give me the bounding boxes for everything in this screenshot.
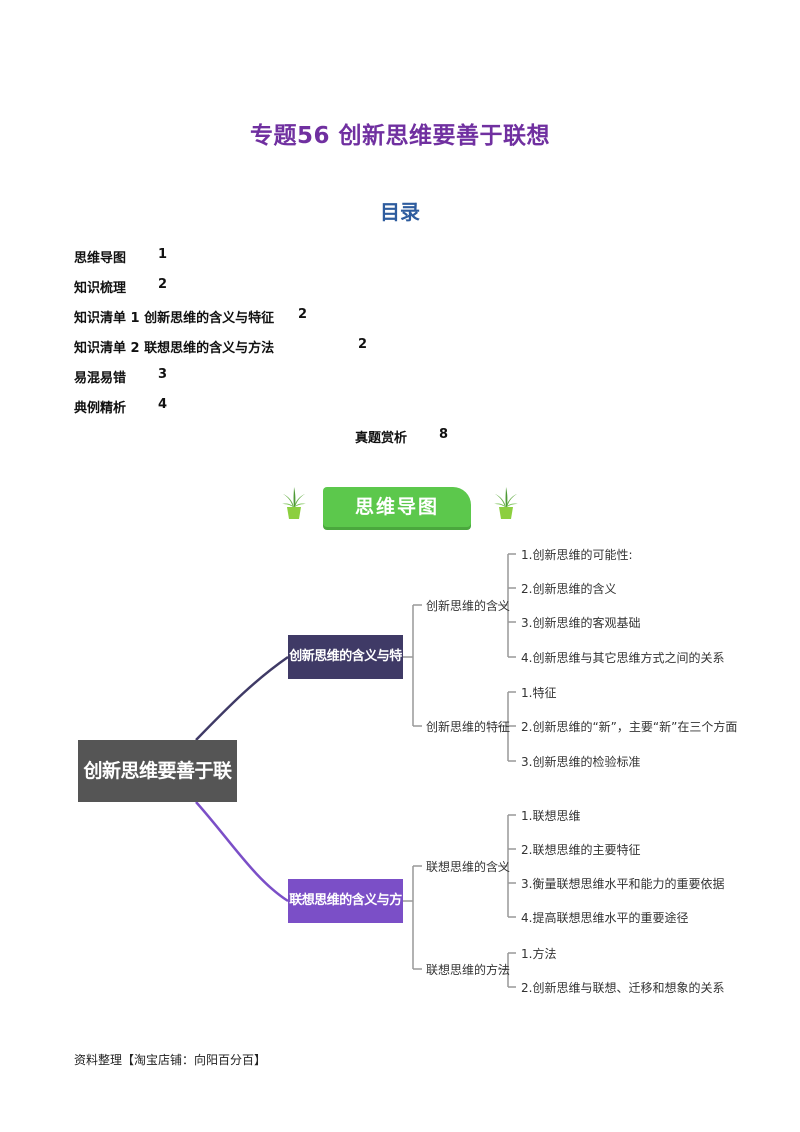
toc-item-label: 真题赏析 (355, 431, 408, 446)
toc-item[interactable]: 知识清单 1 创新思维的含义与特征 2 (74, 307, 307, 326)
mindmap-group-label: 联想思维的含义 (426, 860, 511, 874)
toc-item[interactable]: 知识清单 2 联想思维的含义与方法 2 (74, 337, 367, 356)
toc-item-label: 知识清单 2 联想思维的含义与方法 (74, 341, 275, 356)
mindmap-root-node: 创新思维要善于联想 (78, 740, 237, 844)
mindmap-leaf: 2.联想思维的主要特征 (521, 843, 641, 857)
toc-item-label: 知识清单 1 创新思维的含义与特征 (74, 311, 275, 326)
toc-item-label: 思维导图 (74, 251, 127, 266)
mindmap-leaf: 2.创新思维与联想、迁移和想象的关系 (521, 981, 725, 995)
toc-item[interactable]: 易混易错 3 (74, 367, 167, 386)
mindmap-leaf: 1.特征 (521, 686, 557, 700)
toc-item-page: 2 (358, 337, 368, 352)
mindmap-leaf: 2.创新思维的“新”，主要“新”在三个方面 (521, 720, 738, 734)
mindmap-leaf: 2.创新思维的含义 (521, 582, 617, 596)
toc-item[interactable]: 知识梳理 2 (74, 277, 167, 296)
toc-item-label: 知识梳理 (74, 281, 127, 296)
mindmap-leaf: 3.衡量联想思维水平和能力的重要依据 (521, 877, 725, 891)
mindmap-group-label: 联想思维的方法 (426, 963, 511, 977)
mindmap-leaf: 3.创新思维的检验标准 (521, 755, 641, 769)
toc-item[interactable]: 真题赏析 8 (355, 427, 448, 446)
toc-item-page: 1 (158, 247, 168, 262)
mindmap-group-label: 创新思维的含义 (426, 599, 511, 613)
plant-icon (282, 487, 306, 519)
toc-heading: 目录 (380, 200, 420, 224)
toc-item-page: 8 (439, 427, 449, 442)
page-footer: 资料整理【淘宝店铺：向阳百分百】 (74, 1053, 267, 1067)
toc-item-label: 典例精析 (74, 401, 127, 416)
toc-item[interactable]: 思维导图 1 (74, 247, 167, 266)
mindmap-leaf: 4.提高联想思维水平的重要途径 (521, 911, 689, 925)
mindmap-banner: 思维导图 (323, 487, 471, 527)
toc-item-page: 2 (298, 307, 308, 322)
mindmap-leaf: 3.创新思维的客观基础 (521, 616, 641, 630)
mindmap-leaf: 1.联想思维 (521, 809, 581, 823)
document-title: 专题56 创新思维要善于联想 (249, 123, 550, 149)
mindmap-branch-node: 创新思维的含义与特征 (288, 635, 403, 708)
mindmap-branch-node: 联想思维的含义与方法 (288, 879, 403, 952)
plant-icon (494, 487, 518, 519)
toc-item-page: 4 (158, 397, 168, 412)
toc-item[interactable]: 典例精析 4 (74, 397, 167, 416)
mindmap-leaf: 1.创新思维的可能性: (521, 548, 633, 562)
mindmap-group-label: 创新思维的特征 (426, 720, 511, 734)
toc-item-label: 易混易错 (74, 371, 127, 386)
mindmap-leaf: 4.创新思维与其它思维方式之间的关系 (521, 651, 725, 665)
toc-item-page: 3 (158, 367, 168, 382)
mindmap-leaf: 1.方法 (521, 947, 557, 961)
toc-item-page: 2 (158, 277, 168, 292)
